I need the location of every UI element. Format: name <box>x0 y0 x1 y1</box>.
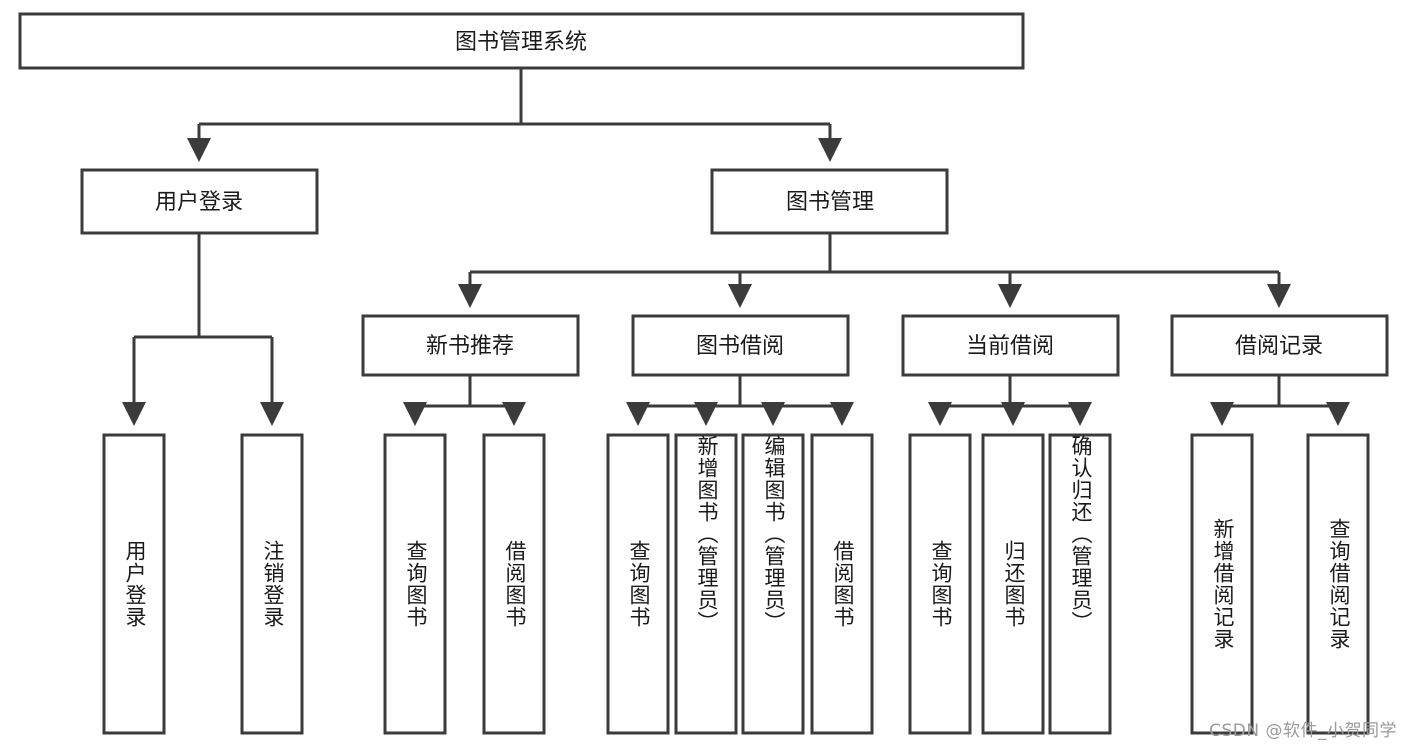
csdn-watermark: CSDN @软件_小贺同学 <box>1209 721 1397 741</box>
node-current-borrow[interactable]: 当前借阅 <box>901 314 1120 377</box>
leaf-box-return-book[interactable] <box>981 433 1045 735</box>
leaf-box-add-book-admin[interactable] <box>674 433 738 735</box>
leaf-box-query-book-borrow[interactable] <box>606 433 670 735</box>
node-user-login-label: 用户登录 <box>155 190 243 215</box>
node-new-book-recommend[interactable]: 新书推荐 <box>361 314 580 377</box>
leaf-box-user-login[interactable] <box>102 433 166 735</box>
node-root-box <box>18 12 1025 70</box>
leaf-box-edit-book-admin[interactable] <box>741 433 805 735</box>
node-borrow-records[interactable]: 借阅记录 <box>1170 314 1389 377</box>
node-root-label: 图书管理系统 <box>455 30 587 55</box>
leaf-box-query-borrow-record[interactable] <box>1306 433 1370 735</box>
leaf-box-borrow-book[interactable] <box>810 433 874 735</box>
connector-borrow-records-to-leaves <box>1210 375 1350 426</box>
leaf-boxes <box>102 433 1370 735</box>
connector-user-login-to-leaves <box>122 233 284 426</box>
node-book-management-label: 图书管理 <box>786 190 874 215</box>
node-user-login[interactable]: 用户登录 <box>80 168 319 235</box>
connector-book-management-to-level2 <box>458 233 1291 308</box>
leaf-box-borrow-book-recommend[interactable] <box>482 433 546 735</box>
leaf-box-logout[interactable] <box>240 433 304 735</box>
node-new-book-recommend-box <box>361 314 580 377</box>
node-root[interactable]: 图书管理系统 <box>18 12 1025 70</box>
node-book-borrow[interactable]: 图书借阅 <box>631 314 850 377</box>
node-current-borrow-label: 当前借阅 <box>966 334 1054 359</box>
leaf-box-query-book-recommend[interactable] <box>383 433 447 735</box>
connector-new-book-recommend-to-leaves <box>403 375 526 426</box>
node-new-book-recommend-label: 新书推荐 <box>426 334 514 359</box>
node-book-management[interactable]: 图书管理 <box>710 168 949 235</box>
node-book-borrow-label: 图书借阅 <box>696 334 784 359</box>
leaf-box-add-borrow-record[interactable] <box>1190 433 1254 735</box>
connector-root-to-level1 <box>187 68 842 162</box>
connector-current-borrow-to-leaves <box>928 375 1092 426</box>
node-borrow-records-label: 借阅记录 <box>1235 334 1323 359</box>
node-current-borrow-box <box>901 314 1120 377</box>
node-user-login-box <box>80 168 319 235</box>
connector-book-borrow-to-leaves <box>626 375 854 426</box>
leaf-box-query-book-current[interactable] <box>908 433 972 735</box>
leaf-box-confirm-return-admin[interactable] <box>1048 433 1112 735</box>
